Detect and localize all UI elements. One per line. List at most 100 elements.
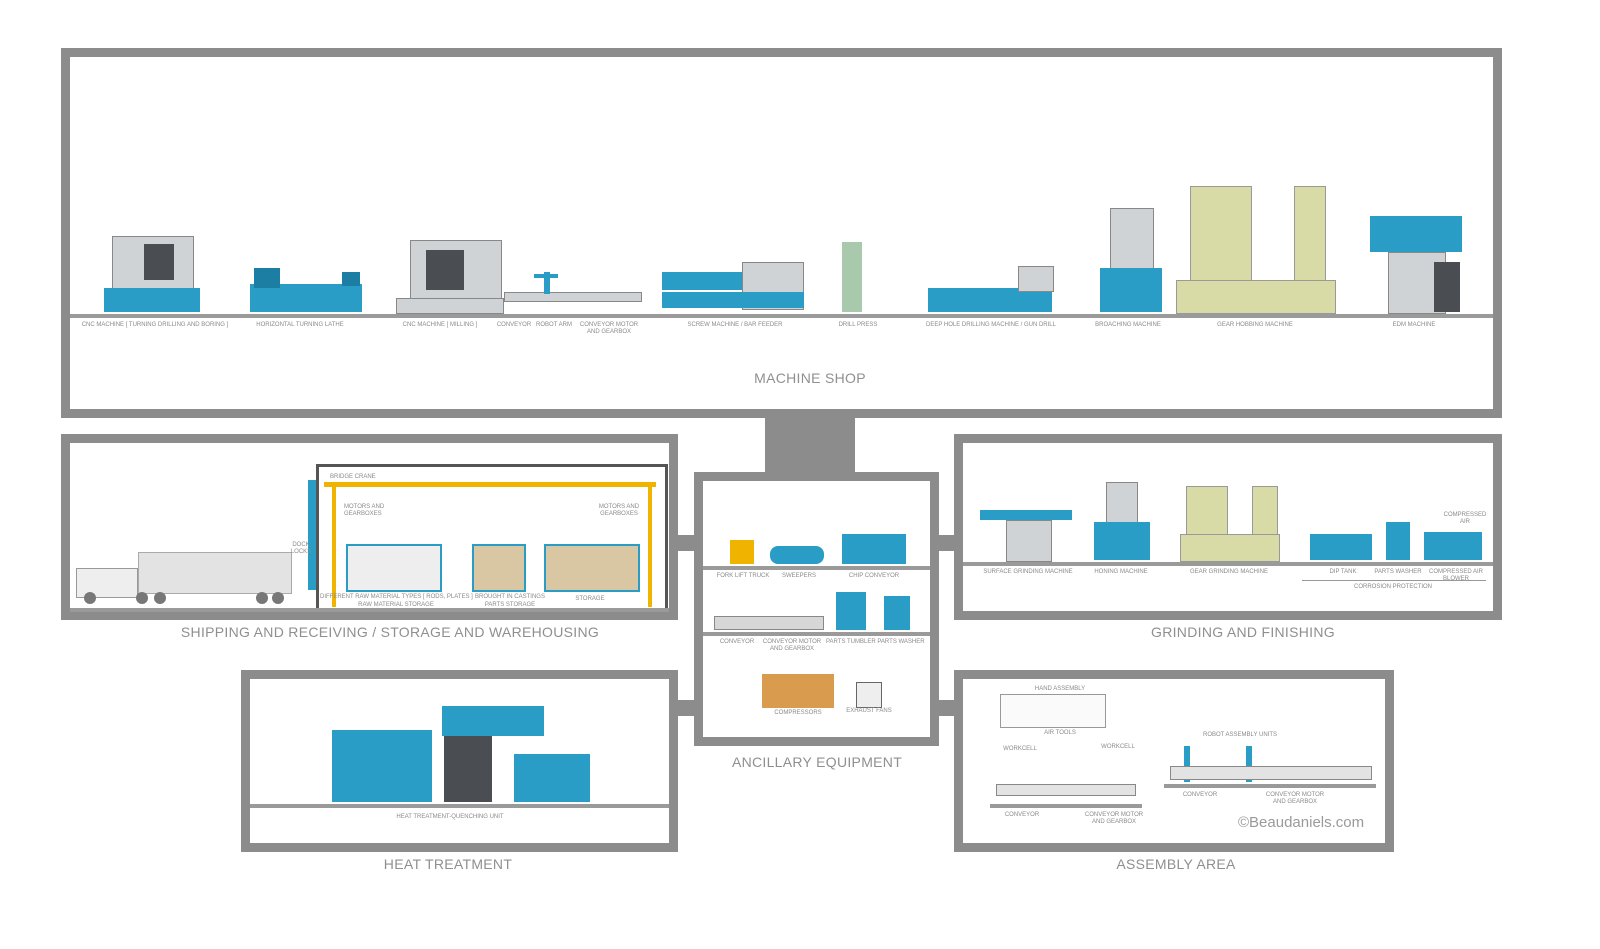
label-chip-conveyor: CHIP CONVEYOR xyxy=(848,573,900,579)
air-tools-panel xyxy=(1000,694,1106,728)
crane-leg-right xyxy=(648,487,652,607)
label-workcell-left: WORKCELL xyxy=(1003,746,1037,752)
screw-machine xyxy=(662,262,804,312)
ancillary-conveyor xyxy=(714,616,824,630)
label-forklift: FORK LIFT TRUCK xyxy=(716,573,770,579)
dock-door xyxy=(308,480,316,590)
parts-washer xyxy=(884,596,910,630)
connector-machine-ancillary xyxy=(765,414,855,480)
grinding-floor xyxy=(963,562,1493,566)
label-grinding-washer: PARTS WASHER xyxy=(1374,569,1422,575)
label-motor-left: CONVEYOR MOTOR AND GEARBOX xyxy=(1084,812,1144,825)
label-sweepers: SWEEPERS xyxy=(781,573,816,579)
conveyor-robot xyxy=(504,272,642,312)
label-bridge-crane: BRIDGE CRANE xyxy=(330,474,376,480)
grinding-parts-washer xyxy=(1386,522,1410,560)
label-motor-right: CONVEYOR MOTOR AND GEARBOX xyxy=(1265,792,1325,805)
label-anc-conveyor: CONVEYOR xyxy=(719,639,755,645)
label-edm: EDM MACHINE xyxy=(1392,322,1436,328)
heat-floor xyxy=(250,804,669,808)
edm-machine xyxy=(1370,200,1462,314)
ancillary-floor-1 xyxy=(703,566,930,570)
sweepers xyxy=(770,546,824,564)
label-corrosion: CORROSION PROTECTION xyxy=(1353,584,1432,590)
honing-machine xyxy=(1094,482,1150,560)
cnc-turning-machine xyxy=(104,236,200,312)
label-exhaust-fans: EXHAUST FANS xyxy=(846,708,892,714)
ancillary-floor-2 xyxy=(703,632,930,636)
label-quenching-unit: HEAT TREATMENT-QUENCHING UNIT xyxy=(396,814,504,820)
machine-shop-panel xyxy=(61,48,1502,418)
horizontal-lathe xyxy=(250,268,362,312)
heat-title: HEAT TREATMENT xyxy=(383,856,513,872)
label-cnc-turning: CNC MACHINE [ TURNING DRILLING AND BORIN… xyxy=(81,322,229,328)
label-conveyor: CONVEYOR xyxy=(496,322,532,328)
machine-shop-title: MACHINE SHOP xyxy=(754,370,866,386)
grinding-title: GRINDING AND FINISHING xyxy=(1151,624,1335,640)
label-motors-right: MOTORS AND GEARBOXES xyxy=(598,504,640,517)
cnc-milling-machine xyxy=(396,240,504,314)
robot-conveyor xyxy=(1170,766,1372,780)
dip-tank xyxy=(1310,534,1372,560)
label-hand-assembly: HAND ASSEMBLY xyxy=(1034,686,1086,692)
robot-arm-left xyxy=(1184,746,1190,782)
robot-arm-right xyxy=(1246,746,1252,782)
chip-conveyor xyxy=(842,534,906,564)
label-air-tools: AIR TOOLS xyxy=(1044,730,1076,736)
label-cnc-milling: CNC MACHINE [ MILLING ] xyxy=(402,322,478,328)
bridge-crane-beam xyxy=(324,482,656,487)
label-compressors: COMPRESSORS xyxy=(774,710,822,716)
shipping-title: SHIPPING AND RECEIVING / STORAGE AND WAR… xyxy=(180,624,600,640)
label-screw-machine: SCREW MACHINE / BAR FEEDER xyxy=(687,322,783,328)
label-air-blower: COMPRESSED AIR BLOWER xyxy=(1428,569,1483,582)
label-compressed-air: COMPRESSED AIR xyxy=(1443,512,1487,525)
drill-press xyxy=(838,242,866,312)
label-broaching: BROACHING MACHINE xyxy=(1095,322,1161,328)
label-drill-press: DRILL PRESS xyxy=(838,322,878,328)
assembly-floor-right xyxy=(1164,784,1376,788)
forklift xyxy=(730,540,754,564)
crane-leg-left xyxy=(332,487,336,607)
deep-hole-drill xyxy=(928,266,1054,312)
label-conveyor-left: CONVEYOR xyxy=(1004,812,1040,818)
shipping-floor xyxy=(70,608,669,612)
label-lathe: HORIZONTAL TURNING LATHE xyxy=(256,322,344,328)
label-motors-left: MOTORS AND GEARBOXES xyxy=(344,504,385,517)
label-robot-arm: ROBOT ARM xyxy=(536,322,572,328)
label-raw-types: DIFFERENT RAW MATERIAL TYPES [ RODS, PLA… xyxy=(320,594,473,600)
label-deep-hole-drill: DEEP HOLE DRILLING MACHINE / GUN DRILL xyxy=(926,322,1056,328)
machine-shop-floor xyxy=(70,314,1493,318)
label-anc-motor: CONVEYOR MOTOR AND GEARBOX xyxy=(762,639,822,652)
label-gear-hobbing: GEAR HOBBING MACHINE xyxy=(1217,322,1293,328)
label-gear-grinder: GEAR GRINDING MACHINE xyxy=(1189,569,1268,575)
copyright: ©Beaudaniels.com xyxy=(1238,814,1365,831)
workcell-conveyor xyxy=(996,784,1136,796)
label-parts-washer: PARTS WASHER xyxy=(877,639,925,645)
label-storage: STORAGE xyxy=(575,596,605,602)
label-conveyor-right: CONVEYOR xyxy=(1182,792,1218,798)
exhaust-fan xyxy=(856,682,882,708)
parts-tumbler xyxy=(836,592,866,630)
label-castings: BROUGHT IN CASTINGS xyxy=(475,594,545,600)
castings-rack xyxy=(472,544,526,592)
surface-grinder xyxy=(980,498,1072,562)
label-surface-grinder: SURFACE GRINDING MACHINE xyxy=(983,569,1073,575)
assembly-title: ASSEMBLY AREA xyxy=(1116,856,1236,872)
gear-grinder xyxy=(1180,486,1280,562)
air-blower xyxy=(1424,532,1482,560)
quenching-unit xyxy=(332,706,590,802)
label-honing: HONING MACHINE xyxy=(1094,569,1148,575)
ancillary-title: ANCILLARY EQUIPMENT xyxy=(731,754,903,770)
label-raw-storage: RAW MATERIAL STORAGE xyxy=(358,602,434,608)
label-conveyor-motor: CONVEYOR MOTOR AND GEARBOX xyxy=(579,322,639,335)
storage-rack xyxy=(544,544,640,592)
label-parts-storage: PARTS STORAGE xyxy=(484,602,536,608)
label-parts-tumbler: PARTS TUMBLER xyxy=(826,639,876,645)
raw-material-rack xyxy=(346,544,442,592)
truck xyxy=(76,552,292,608)
assembly-floor-left xyxy=(990,804,1142,808)
corrosion-bracket xyxy=(1302,580,1486,581)
label-robot-units: ROBOT ASSEMBLY UNITS xyxy=(1202,732,1278,738)
label-dip-tank: DIP TANK xyxy=(1329,569,1357,575)
label-workcell-right: WORKCELL xyxy=(1101,744,1135,750)
